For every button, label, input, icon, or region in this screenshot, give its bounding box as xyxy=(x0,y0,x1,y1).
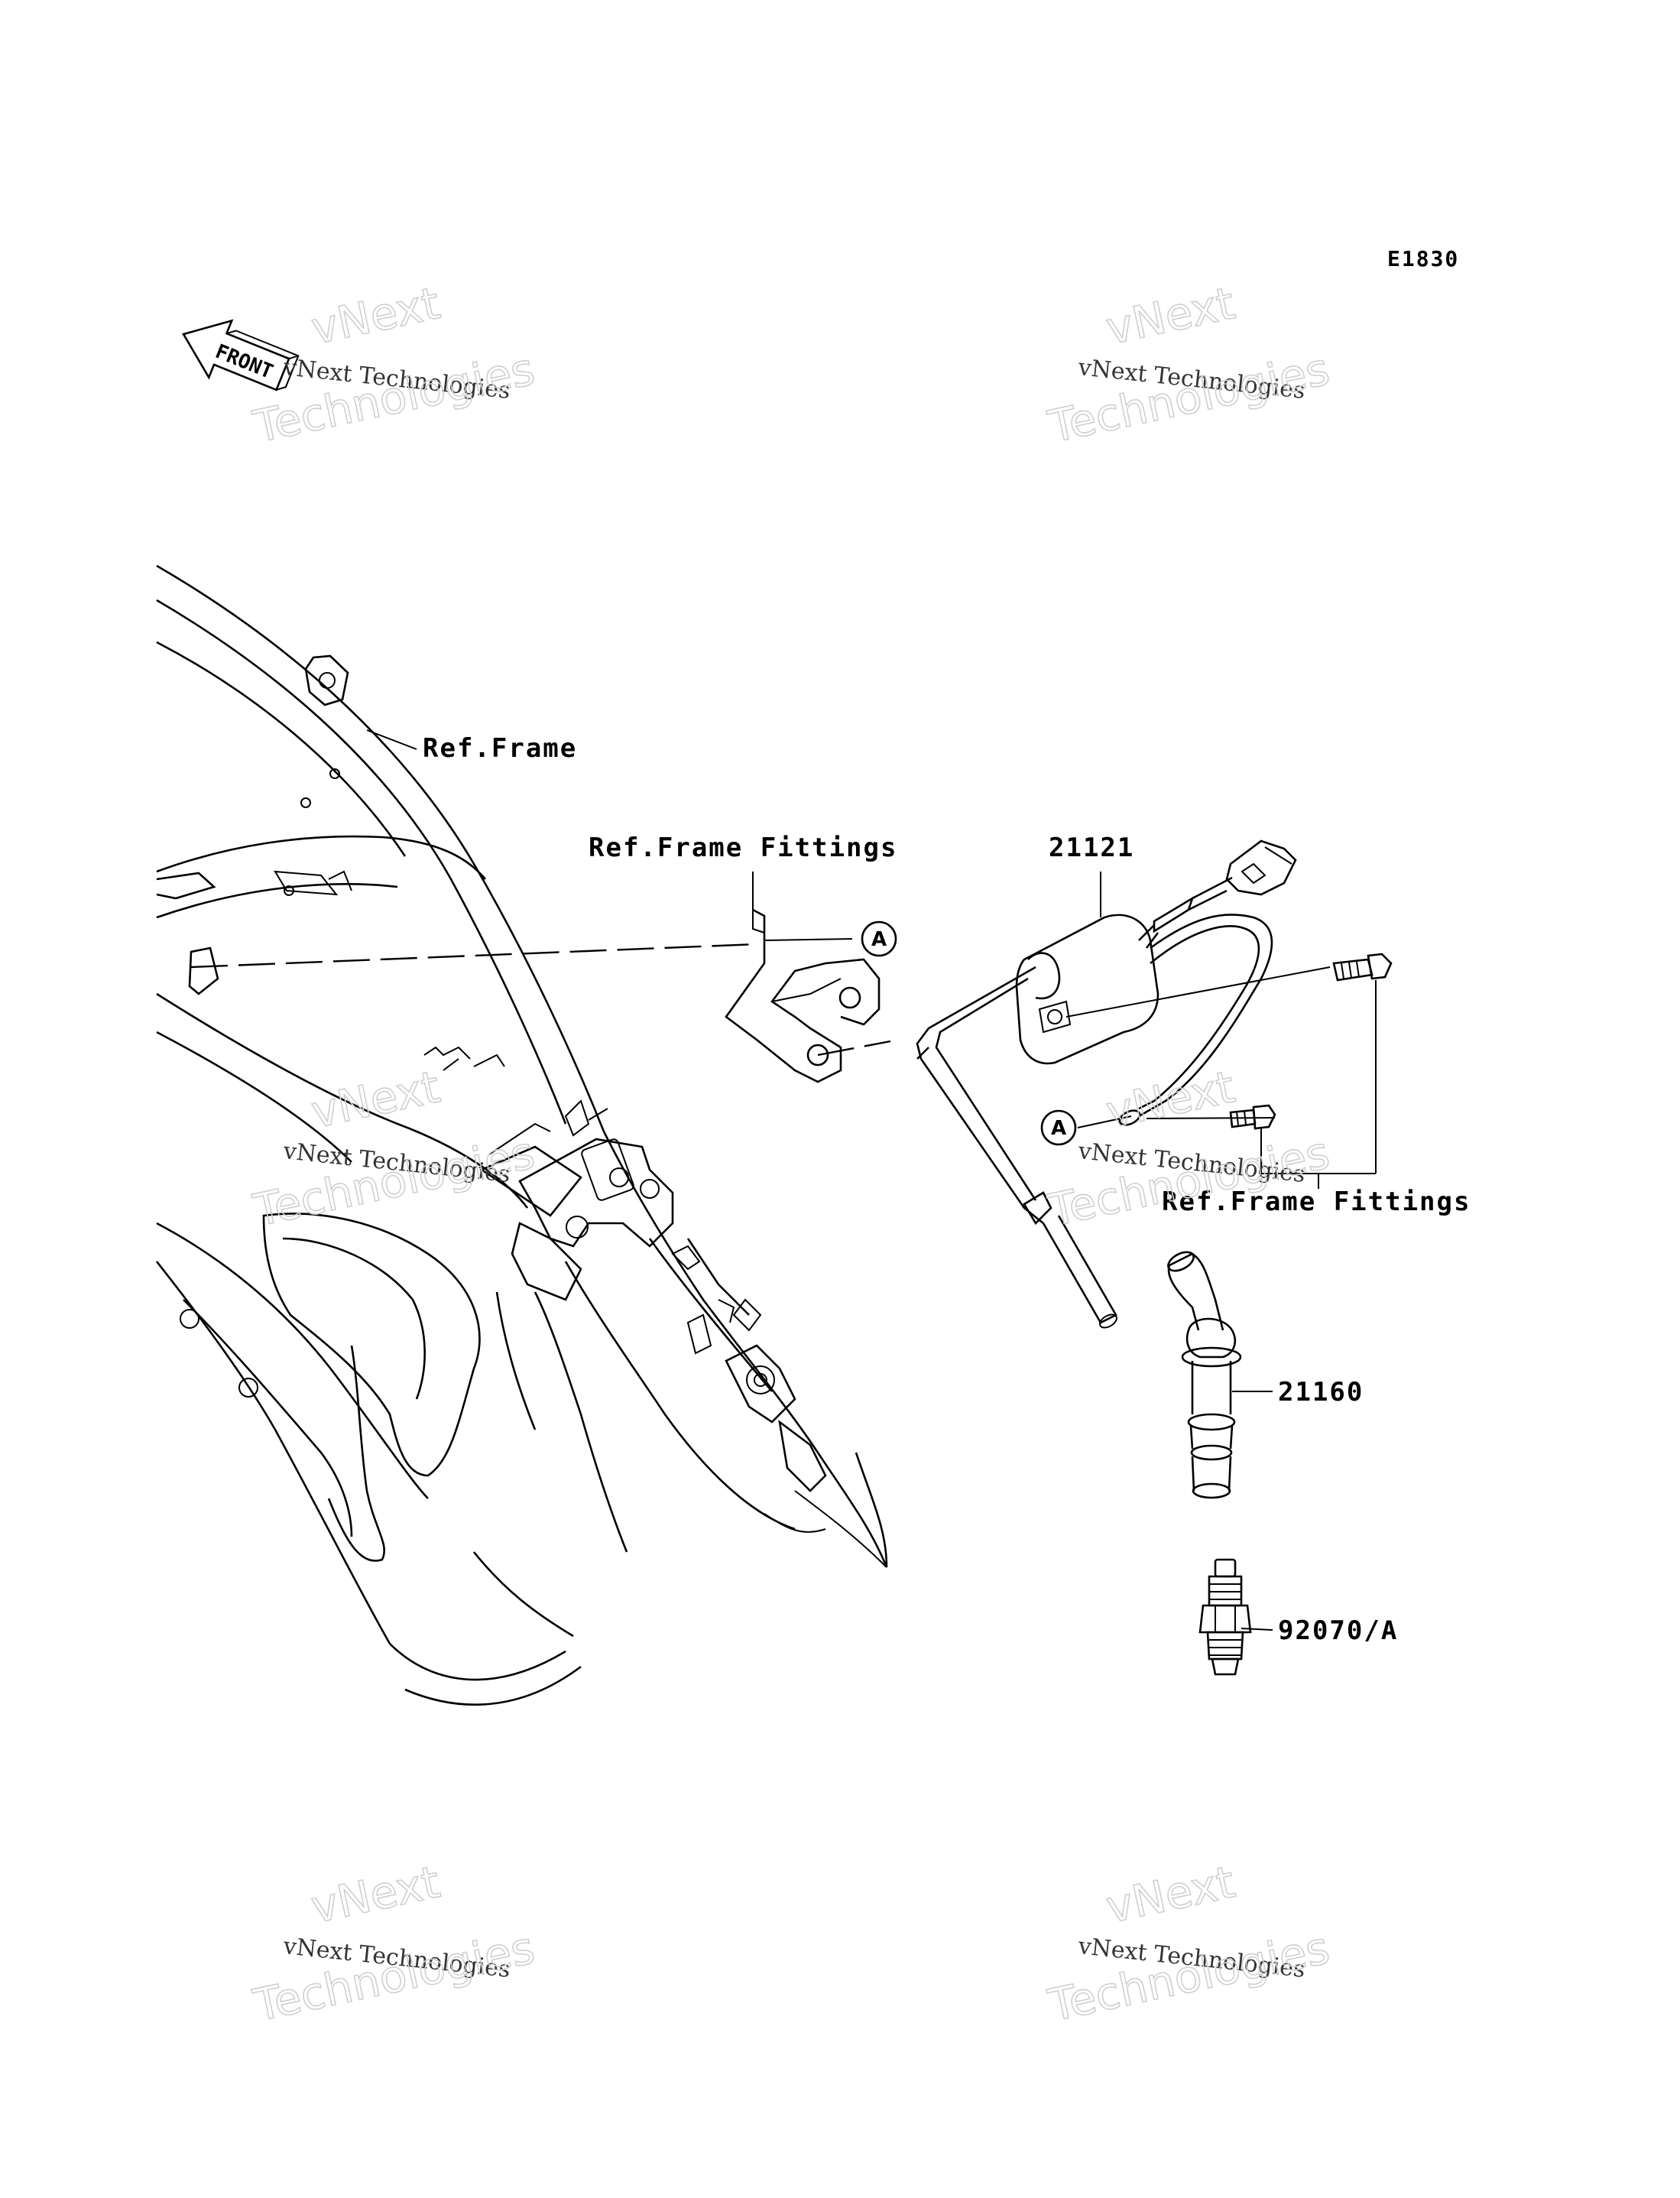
label-plug-cap: 21160 xyxy=(1278,1377,1364,1407)
watermark-2: vNext vNext Technologies Technologies xyxy=(1043,276,1335,453)
callout-a-top-text: A xyxy=(871,928,887,951)
label-ref-frame-fittings-top: Ref.Frame Fittings xyxy=(589,833,897,863)
label-ref-frame: Ref.Frame xyxy=(423,733,577,764)
leader-lines xyxy=(190,729,1377,1631)
diagram-code: E1830 xyxy=(1387,246,1459,271)
callout-a-top: A xyxy=(861,920,897,957)
watermark-1: vNext vNext Technologies Technologies xyxy=(248,276,540,453)
frame-drawing xyxy=(155,564,888,1706)
frame-fittings-bracket xyxy=(725,908,881,1083)
front-arrow-icon: FRONT xyxy=(182,319,300,391)
callout-a-mid: A xyxy=(1040,1109,1077,1146)
watermark-brand: vNext xyxy=(306,1060,444,1138)
plug-cap xyxy=(1167,1251,1242,1499)
watermark-brand: vNext xyxy=(306,1855,444,1933)
label-spark-plug: 92070/A xyxy=(1278,1615,1398,1646)
watermark-brand: vNext xyxy=(1101,1855,1239,1933)
label-ignition-coil: 21121 xyxy=(1049,833,1134,863)
watermark-5: vNext vNext Technologies Technologies xyxy=(248,1855,540,2032)
ignition-coil xyxy=(916,839,1297,1329)
callout-a-mid-text: A xyxy=(1051,1117,1066,1140)
watermark-6: vNext vNext Technologies Technologies xyxy=(1043,1855,1335,2032)
label-ref-frame-fittings-right: Ref.Frame Fittings xyxy=(1162,1187,1471,1217)
watermark-brand: vNext xyxy=(1101,1060,1239,1138)
bolt-upper xyxy=(1332,953,1393,982)
spark-plug xyxy=(1198,1558,1252,1676)
watermark-brand: vNext xyxy=(1101,277,1239,355)
watermark-3: vNext vNext Technologies Technologies xyxy=(248,1060,540,1237)
watermark-brand: vNext xyxy=(306,277,444,355)
